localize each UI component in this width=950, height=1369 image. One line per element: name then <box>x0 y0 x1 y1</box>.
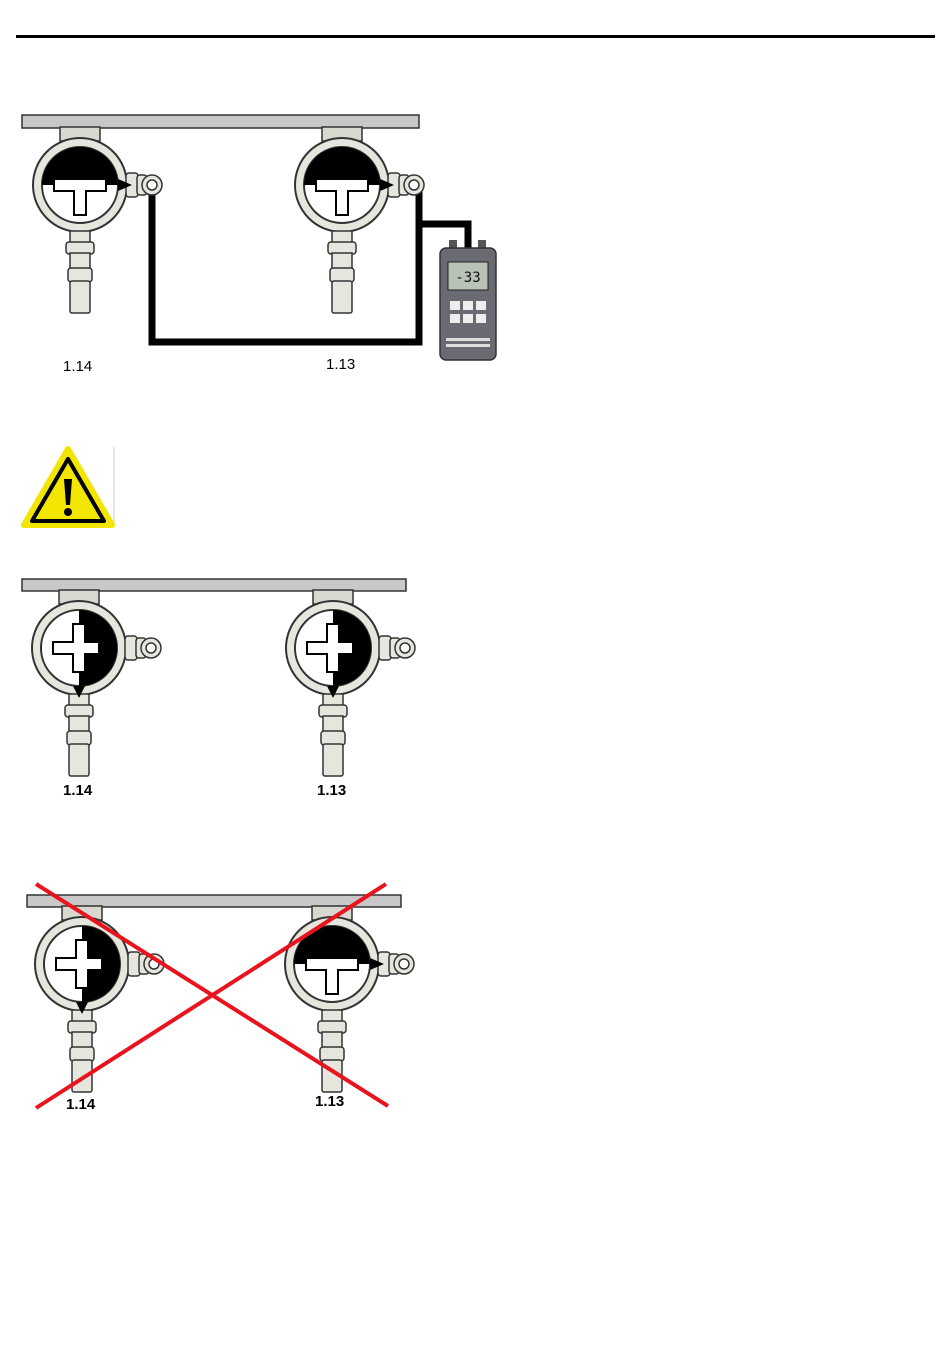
manometer-tube <box>419 224 468 248</box>
figure-3-incorrect-setup <box>0 878 440 1118</box>
valve-label-left: 1.14 <box>63 782 92 799</box>
mounting-rail <box>22 579 406 591</box>
valve-1-13 <box>295 127 424 313</box>
valve-label-right: 1.13 <box>317 782 346 799</box>
warning-triangle-icon <box>20 445 120 531</box>
valve-label-right: 1.13 <box>326 356 355 373</box>
valve-1-13 <box>286 590 415 776</box>
header-rule <box>16 35 935 38</box>
valve-label-right: 1.13 <box>315 1093 344 1110</box>
valve-1-14 <box>32 590 161 776</box>
valve-1-14 <box>35 906 164 1092</box>
valve-label-left: 1.14 <box>63 358 92 375</box>
figure-1-manometer-connection: -33 <box>0 100 520 390</box>
manometer-display: -33 <box>455 270 480 286</box>
digital-manometer <box>440 240 496 360</box>
mounting-rail <box>27 895 401 907</box>
mounting-rail <box>22 115 419 128</box>
valve-1-14 <box>33 127 162 313</box>
figure-2-both-valves-closed <box>0 565 440 785</box>
valve-label-left: 1.14 <box>66 1096 95 1113</box>
